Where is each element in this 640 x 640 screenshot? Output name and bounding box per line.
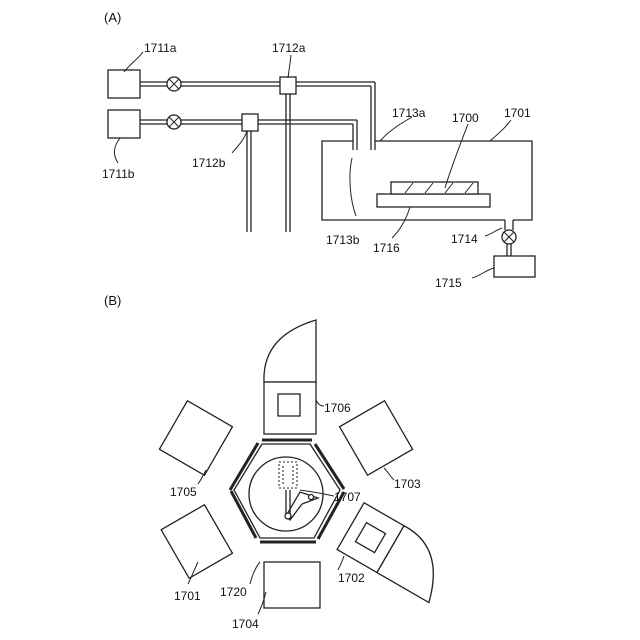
valve-icon xyxy=(167,77,181,91)
label-1713b: 1713b xyxy=(326,233,360,247)
label-1701: 1701 xyxy=(504,106,531,120)
label-1702: 1702 xyxy=(338,571,365,585)
label-1711b: 1711b xyxy=(102,167,135,181)
label-1703: 1703 xyxy=(394,477,421,491)
valve-block-a xyxy=(280,77,296,94)
label-1712a: 1712a xyxy=(272,41,306,55)
label-1705: 1705 xyxy=(170,485,197,499)
valve-block-b xyxy=(242,114,258,131)
gas-line-a xyxy=(140,82,375,232)
chamber-1702 xyxy=(337,503,456,603)
substrate xyxy=(391,182,478,194)
chamber-1701 xyxy=(161,505,232,578)
label-1711a: 1711a xyxy=(144,41,177,55)
label-1700: 1700 xyxy=(452,111,479,125)
label-1704: 1704 xyxy=(232,617,259,631)
panel-a-title: (A) xyxy=(104,10,121,25)
panel-a: (A) xyxy=(102,10,535,290)
label-1706: 1706 xyxy=(324,401,351,415)
label-1712b: 1712b xyxy=(192,156,226,170)
label-1720: 1720 xyxy=(220,585,247,599)
panel-b: (B) xyxy=(104,293,456,631)
panel-b-title: (B) xyxy=(104,293,121,308)
label-1713a: 1713a xyxy=(392,106,426,120)
substrate-window xyxy=(278,394,300,416)
valve-icon xyxy=(502,230,516,244)
substrate-stage xyxy=(377,194,490,207)
chamber-1704 xyxy=(264,562,320,608)
chamber-1706 xyxy=(264,320,316,434)
gas-source-b xyxy=(108,110,140,138)
gas-source-a xyxy=(108,70,140,98)
vacuum-pump xyxy=(494,256,535,277)
gas-line-b xyxy=(140,120,357,232)
label-1707: 1707 xyxy=(334,490,361,504)
chamber-1705 xyxy=(159,401,232,475)
label-1701b: 1701 xyxy=(174,589,201,603)
label-1715: 1715 xyxy=(435,276,462,290)
label-1716: 1716 xyxy=(373,241,400,255)
valve-icon xyxy=(167,115,181,129)
label-1714: 1714 xyxy=(451,232,478,246)
